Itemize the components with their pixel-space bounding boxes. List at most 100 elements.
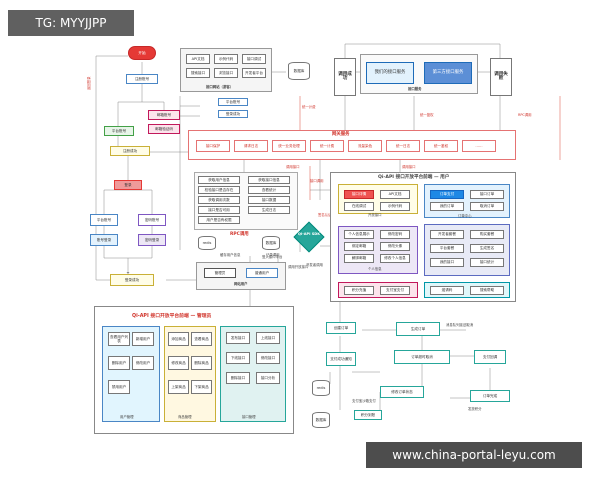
pay-callback: 支付回调 <box>474 350 506 364</box>
api-mgmt-item-4: 删除接口 <box>226 372 250 384</box>
gateway-item-billing: 统一计费 <box>310 140 344 152</box>
email-account-node: 邮箱账号 <box>148 110 180 120</box>
register-success-node: 注册成功 <box>110 146 150 156</box>
personal-item-5: 修改个人信息 <box>380 254 410 263</box>
gateway-item-log: 请求日志 <box>234 140 268 152</box>
rpc-right-1: 查看统计 <box>248 186 290 194</box>
email-code-node: 邮箱验证码 <box>148 124 180 134</box>
rpc-right-0: 获取接口信息 <box>248 176 290 184</box>
pay-timeout-cancel: 订单超时取消 <box>394 350 450 364</box>
api-mgmt-title: 接口管理 <box>242 415 256 419</box>
user-mgmt-item-0: 查看用户列表 <box>108 332 130 346</box>
rpc-redis: redis <box>198 236 216 250</box>
pay-note-2: 支付宝沙箱支付 <box>352 399 376 403</box>
rpc-left-3: 接口是否可用 <box>198 206 240 214</box>
call-fail-node: 调用失败 <box>490 58 512 96</box>
pay-generate-order: 生成订单 <box>396 322 440 336</box>
personal-item-2: 绑定邮箱 <box>344 242 374 251</box>
api-mgmt-item-5: 接口分析 <box>256 372 280 384</box>
package-item-4: 我的接口 <box>430 258 464 267</box>
goods-mgmt-title: 商品管理 <box>178 415 192 419</box>
back-to-login-label: 返回登录 <box>87 76 91 90</box>
goods-mgmt-item-1: 查看商品 <box>191 332 212 346</box>
portal-item-browse: 浏览接口 <box>214 68 238 78</box>
portal-item-developer: 开发者平台 <box>242 68 266 78</box>
admin-frontend-title: Qi-API 接口开放平台前端 — 管理员 <box>132 314 212 319</box>
open-api-item-1: API文档 <box>380 190 410 199</box>
recharge-item: 积分充值 <box>344 286 374 295</box>
pay-db: 数据库 <box>312 412 330 428</box>
pay-update-status: 修改订单状态 <box>380 386 424 398</box>
platform-account-node: 平台账号 <box>104 126 134 136</box>
sdk-sign-note: 签名认证 <box>318 213 332 217</box>
gateway-item-protect: 接口保护 <box>196 140 230 152</box>
goods-mgmt-item-2: 修改商品 <box>168 356 189 370</box>
gateway-item-business: 统一业务处理 <box>272 140 306 152</box>
normal-user-role: 普通用户 <box>246 268 278 278</box>
api-mgmt-item-1: 上线接口 <box>256 332 280 344</box>
open-api-item-0: 接口详情 <box>344 190 374 199</box>
login-start-node: 开始 <box>128 46 156 60</box>
sdk-call-note: 接口调用 <box>310 179 324 183</box>
portal-item-api-doc: API文档 <box>186 54 210 64</box>
portal-item-sample-code: 示例代码 <box>214 54 238 64</box>
gateway-item-traffic: 流量染色 <box>348 140 382 152</box>
gateway-item-unified-log: 统一日志 <box>386 140 420 152</box>
personal-item-3: 修改头像 <box>380 242 410 251</box>
rpc-right-2: 接口数据 <box>248 196 290 204</box>
order-item-2: 我的订单 <box>430 202 464 211</box>
goods-mgmt-item-0: 添加商品 <box>168 332 189 346</box>
channel-tag: TG: MYYJJPP <box>8 10 134 36</box>
api-mgmt-item-2: 下线接口 <box>226 352 250 364</box>
password-login-node: 密码登录 <box>138 234 166 246</box>
admin-role: 管理员 <box>204 268 236 278</box>
rpc-cache-note: 缓存用户信息 <box>220 253 241 257</box>
rpc-save-note: 记录调用 <box>266 253 280 257</box>
rpc-call-label: RPC调用 <box>518 113 532 117</box>
gateway-title: 网关服务 <box>332 132 350 137</box>
user-mgmt-title: 用户管理 <box>120 415 134 419</box>
gateway-call-label-2: 调用接口 <box>402 165 416 169</box>
order-item-1: 接口订单 <box>470 190 504 199</box>
pay-create-order: 创建订单 <box>326 322 356 334</box>
gateway-call-label-1: 调用接口 <box>286 165 300 169</box>
order-center-group <box>424 184 510 218</box>
package-item-1: 购买套餐 <box>470 230 504 239</box>
user-mgmt-item-3: 修改用户 <box>132 356 154 370</box>
our-api-service: 我们的接口服务 <box>366 62 414 84</box>
gateway-item-auth: 统一鉴权 <box>424 140 458 152</box>
alipay-item: 支付宝支付 <box>380 286 410 295</box>
order-item-3: 取消订单 <box>470 202 504 211</box>
sdk-label: Qi-API SDK <box>297 232 321 236</box>
portal-item-search: 搜索接口 <box>186 68 210 78</box>
goods-mgmt-item-4: 上架商品 <box>168 380 189 394</box>
gateway-item-more: …… <box>462 140 496 152</box>
site-user-label-1: 调用开放接口 <box>288 265 309 269</box>
third-party-api-service: 第三方接口服务 <box>424 62 472 84</box>
package-item-3: 生成签名 <box>470 244 504 253</box>
side-node-2: 登录成功 <box>218 110 248 118</box>
login-password-account-node: 密码账号 <box>138 214 166 226</box>
login-success-node: 登录成功 <box>110 274 154 286</box>
open-api-item-2: 在线调试 <box>344 202 374 211</box>
rpc-left-2: 获取调用次数 <box>198 196 240 204</box>
database-left: 数据库 <box>288 62 310 80</box>
portal-item-debug: 接口调试 <box>242 54 266 64</box>
pay-redis: redis <box>312 380 330 396</box>
account-login-node: 账号登录 <box>90 234 118 246</box>
login-node: 登录 <box>114 180 142 190</box>
side-node-1: 平台账号 <box>218 98 248 106</box>
pay-points-arrive: 积分到账 <box>354 410 382 420</box>
pay-note-1: 消息队列延迟取消 <box>446 323 474 327</box>
package-item-0: 开发者套餐 <box>430 230 464 239</box>
pay-order-complete: 订单完成 <box>470 390 510 402</box>
rpc-left-0: 获取用户信息 <box>198 176 240 184</box>
api-mgmt-item-0: 发布接口 <box>226 332 250 344</box>
rpc-right-3: 生成日志 <box>248 206 290 214</box>
site-user-title: 网站用户 <box>234 282 248 286</box>
pay-note-3: 发放积分 <box>468 407 482 411</box>
personal-item-1: 修改密码 <box>380 230 410 239</box>
package-item-5: 接口统计 <box>470 258 504 267</box>
register-account-node: 注册账号 <box>126 74 158 84</box>
